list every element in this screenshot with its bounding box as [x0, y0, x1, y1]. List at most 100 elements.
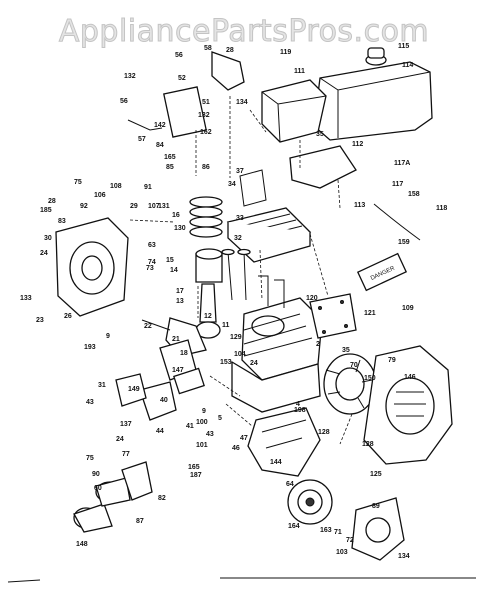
callout-label: 79: [388, 357, 396, 364]
callout-label: 185: [40, 207, 52, 214]
callout-label: 134: [236, 99, 248, 106]
callout-label: 153: [220, 359, 232, 366]
warning-plate: DANGER: [356, 252, 408, 292]
callout-label: 57: [138, 136, 146, 143]
callout-label: 134: [398, 553, 410, 560]
callout-label: 31: [98, 382, 106, 389]
callout-label: 9: [202, 408, 206, 415]
callout-label: 130: [174, 225, 186, 232]
callout-label: 64: [286, 481, 294, 488]
callout-label: 43: [206, 431, 214, 438]
exhaust-deflector: [121, 461, 153, 501]
callout-label: 125: [370, 471, 382, 478]
callout-label: 114: [402, 62, 413, 69]
callout-label: 24: [40, 250, 48, 257]
callout-label: 24: [250, 360, 258, 367]
callout-label: 46: [232, 445, 240, 452]
callout-label: 92: [80, 203, 88, 210]
callout-label: 158: [408, 191, 420, 198]
governor-plate: [163, 86, 207, 138]
callout-label: 89: [372, 503, 380, 510]
callout-label: 112: [352, 141, 363, 148]
callout-label: 56: [175, 52, 183, 59]
control-bracket: [289, 145, 357, 189]
callout-label: 75: [74, 179, 82, 186]
callout-label: 103: [336, 549, 348, 556]
callout-label: 73: [146, 265, 154, 272]
callout-label: 30: [44, 235, 52, 242]
callout-label: 4: [296, 401, 300, 408]
callout-label: 70: [350, 362, 358, 369]
callout-label: 33: [236, 215, 244, 222]
callout-label: 43: [86, 399, 94, 406]
callout-label: 37: [236, 168, 244, 175]
callout-label: 15: [166, 257, 174, 264]
valves: [227, 251, 247, 301]
callout-label: 14: [170, 267, 178, 274]
air-cleaner-housing: [139, 381, 177, 421]
tank-bracket: [261, 79, 327, 143]
callout-label: 77: [122, 451, 130, 458]
callout-label: 28: [226, 47, 234, 54]
callout-label: 121: [364, 310, 376, 317]
callout-label: 71: [334, 529, 342, 536]
callout-label: 132: [198, 112, 210, 119]
callout-label: 17: [176, 288, 184, 295]
callout-label: 86: [202, 164, 210, 171]
callout-label: 162: [200, 129, 212, 136]
callout-label: 91: [144, 184, 152, 191]
callout-label: 74: [148, 259, 156, 266]
callout-label: 34: [228, 181, 236, 188]
callout-label: 163: [320, 527, 332, 534]
callout-label: 115: [398, 43, 409, 50]
callout-label: 13: [176, 298, 184, 305]
watermark: AppliancePartsPros.com: [58, 14, 430, 50]
callout-label: 2: [316, 341, 320, 348]
callout-label: 41: [186, 423, 194, 430]
callout-label: 16: [172, 212, 180, 219]
callout-label: 142: [154, 122, 166, 129]
callout-label: 193: [84, 344, 96, 351]
piston-rings: [189, 196, 223, 208]
callout-label: 83: [58, 218, 66, 225]
callout-label: 85: [166, 164, 174, 171]
fuel-line: [373, 203, 421, 241]
callout-label: 5: [218, 415, 222, 422]
callout-label: 47: [240, 435, 248, 442]
fuel-tank: [313, 61, 433, 141]
callout-label: 137: [120, 421, 132, 428]
callout-label: 60: [94, 485, 102, 492]
callout-label: 106: [94, 192, 106, 199]
callout-label: 144: [270, 459, 282, 466]
callout-label: 148: [76, 541, 88, 548]
callout-label: 198: [294, 407, 306, 414]
callout-label: 12: [204, 313, 212, 320]
callout-label: 150: [364, 375, 376, 382]
callout-label: 165: [188, 464, 200, 471]
callout-label: 128: [362, 441, 374, 448]
callout-label: 132: [124, 73, 136, 80]
cylinder-block: [231, 297, 323, 413]
callout-label: 119: [280, 49, 291, 56]
callout-label: 84: [156, 142, 164, 149]
connecting-rod: [199, 283, 217, 323]
callout-label: 104: [234, 351, 246, 358]
callout-label: 118: [436, 205, 447, 212]
callout-label: 52: [178, 75, 186, 82]
callout-label: 133: [20, 295, 32, 302]
callout-label: 18: [180, 350, 188, 357]
callout-label: 100: [196, 419, 208, 426]
callout-label: 107: [148, 203, 160, 210]
callout-label: 9: [106, 333, 110, 340]
callout-label: 44: [156, 428, 164, 435]
callout-label: 35: [316, 131, 324, 138]
callout-label: 128: [318, 429, 330, 436]
callout-label: 117: [392, 181, 403, 188]
callout-label: 131: [158, 203, 170, 210]
callout-label: 75: [86, 455, 94, 462]
callout-label: 146: [404, 374, 416, 381]
callout-label: 109: [402, 305, 414, 312]
callout-label: 40: [160, 397, 168, 404]
callout-label: 56: [120, 98, 128, 105]
